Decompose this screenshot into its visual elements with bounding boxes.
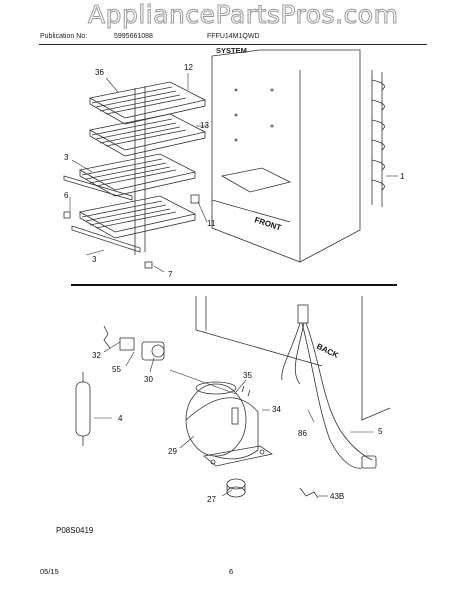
cabinet-back-outline	[195, 296, 391, 421]
back-label: BACK	[315, 342, 340, 360]
callout-43b: 43B	[330, 492, 344, 501]
start-relay	[103, 325, 165, 361]
footer-date: 05/15	[40, 567, 59, 576]
wire-shelf	[88, 81, 207, 125]
section-title: SYSTEM	[216, 46, 247, 55]
callout-3: 3	[64, 153, 69, 162]
publication-label: Publication No:	[40, 33, 88, 40]
wire-shelf	[78, 153, 197, 197]
publication-number: 5995661088	[114, 33, 153, 40]
top-callouts: 36 12 13 3 6 11 3 7 1	[64, 63, 405, 279]
cabinet-interior	[211, 49, 361, 263]
clip-part	[299, 487, 319, 499]
callout-35: 35	[243, 371, 252, 380]
front-label: FRONT	[253, 215, 282, 232]
grommet-foot	[226, 478, 246, 498]
callout-30: 30	[144, 375, 153, 384]
bottom-leader-lines	[94, 341, 374, 497]
callout-36: 36	[95, 68, 104, 77]
watermark: AppliancePartsPros.com	[87, 0, 399, 30]
wiring-harness	[281, 304, 377, 469]
top-leader-lines	[69, 73, 398, 273]
header-rule	[39, 44, 427, 45]
callout-3: 3	[92, 255, 97, 264]
shelf-support-rod	[134, 86, 146, 255]
callout-55: 55	[112, 365, 121, 374]
shelf-clip	[144, 261, 153, 269]
callout-34: 34	[272, 405, 281, 414]
shelf-stack	[63, 81, 207, 269]
wire-shelf	[88, 113, 207, 157]
filter-drier	[75, 372, 91, 446]
shelf-rail	[63, 175, 133, 201]
page-number: 6	[229, 567, 234, 576]
compressor	[185, 381, 274, 467]
callout-32: 32	[92, 351, 101, 360]
callout-86: 86	[298, 429, 307, 438]
bottom-callouts: 32 55 30 4 35 34 29 27 86 5 43B	[92, 351, 383, 504]
diagram-code: P08S0419	[56, 526, 94, 535]
callout-7: 7	[168, 270, 173, 279]
condenser-coil	[371, 70, 385, 207]
callout-29: 29	[168, 447, 177, 456]
callout-1: 1	[400, 172, 405, 181]
wire-shelf	[78, 195, 197, 239]
callout-12: 12	[184, 63, 193, 72]
section-divider	[71, 284, 397, 286]
shelf-clip	[190, 194, 200, 204]
callout-6: 6	[64, 191, 69, 200]
callout-13: 13	[200, 121, 209, 130]
shelf-rail	[71, 225, 141, 253]
callout-11: 11	[207, 219, 216, 228]
shelf-clip	[63, 211, 71, 219]
callout-4: 4	[118, 414, 123, 423]
model-number: FFFU14M1QWD	[207, 33, 260, 40]
callout-27: 27	[207, 495, 216, 504]
callout-5: 5	[378, 427, 383, 436]
